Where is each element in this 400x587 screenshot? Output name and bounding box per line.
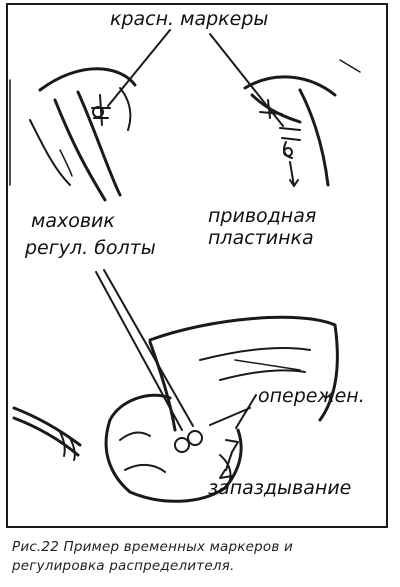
- markers-label: красн. маркеры: [110, 8, 269, 30]
- advance-leader-line: [235, 394, 257, 429]
- bolt-leader-lines: [95, 269, 194, 431]
- figure-caption: Рис.22 Пример временных маркеров и регул…: [12, 538, 398, 576]
- drive-plate-drawing: [243, 59, 361, 187]
- flywheel-drawing: [9, 67, 137, 202]
- marker-leader-lines: [107, 29, 284, 127]
- caption-line-1: Рис.22 Пример временных маркеров и: [12, 539, 293, 555]
- cable-drawing: [12, 406, 82, 461]
- drive-plate-label: приводная: [208, 205, 317, 227]
- distributor-timing-illustration: [9, 29, 361, 503]
- retard-label: запаздывание: [208, 477, 352, 499]
- advance-label: опережен.: [258, 385, 365, 407]
- caption-line-2: регулировка распределителя.: [12, 558, 235, 574]
- adjust-bolts-label: регул. болты: [25, 237, 156, 259]
- distributor-drawing: [104, 315, 339, 503]
- drive-plate-label-line2: пластинка: [208, 227, 314, 249]
- figure-frame: [6, 3, 388, 528]
- flywheel-label: маховик: [31, 210, 115, 232]
